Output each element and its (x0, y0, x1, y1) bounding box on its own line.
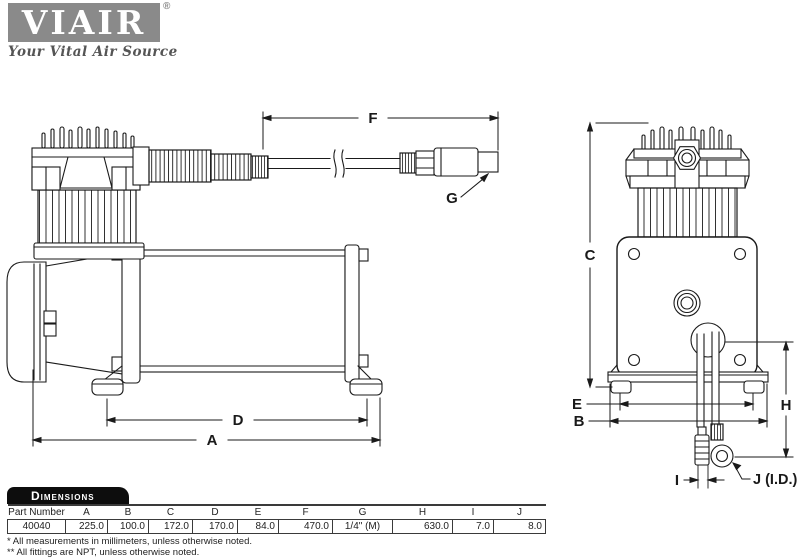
motor-can (139, 249, 346, 373)
front-motor-plate (616, 236, 758, 378)
front-cylinder-fins (637, 187, 738, 238)
dim-label-g: G (446, 190, 458, 207)
col-header-b: B (107, 504, 149, 520)
footnote-fittings: ** All fittings are NPT, unless otherwis… (7, 546, 200, 558)
head-strap-and-nut (672, 139, 702, 189)
front-base (607, 364, 769, 394)
col-header-d: D (192, 504, 238, 520)
front-view-dimensions: C E B H I J (I.D.) (572, 121, 797, 489)
motor-front-plate (121, 242, 141, 384)
footnote-measurements: * All measurements in millimeters, unles… (7, 536, 252, 547)
dim-label-i: I (675, 472, 679, 489)
dim-label-c: C (585, 247, 596, 264)
dim-label-b: B (574, 413, 585, 430)
dimensions-tab: Dimensions (7, 487, 129, 504)
corner-screw (627, 353, 641, 367)
hose-braid-section (148, 149, 212, 183)
brand-logo: VIAIR ® Your Vital Air Source (8, 1, 178, 60)
dimensions-table: Part Number A B C D E F G H I J 40040 22… (7, 504, 546, 534)
corner-screw (733, 353, 747, 367)
head-pins (41, 126, 135, 149)
col-header-j: J (493, 504, 546, 520)
dim-label-e: E (572, 396, 582, 413)
head-hump (59, 156, 113, 189)
hose-break-symbol (333, 149, 345, 178)
dim-label-d: D (233, 412, 244, 429)
cell-d: 170.0 (192, 519, 238, 534)
hose-elbow (132, 146, 150, 186)
col-header-h: H (392, 504, 453, 520)
side-view-dimensions: F G D A (31, 110, 500, 449)
spade-connector (694, 426, 710, 489)
cell-b: 100.0 (107, 519, 149, 534)
col-header-e: E (237, 504, 279, 520)
center-boss (673, 289, 701, 317)
logo-tagline: Your Vital Air Source (8, 44, 178, 60)
motor-terminal-block (43, 310, 57, 324)
hose-tube (267, 157, 401, 170)
registered-trademark-symbol: ® (163, 1, 171, 12)
logo-box: VIAIR (8, 3, 160, 42)
cell-i: 7.0 (452, 519, 494, 534)
table-row: 40040 225.0 100.0 172.0 170.0 84.0 470.0… (7, 519, 546, 534)
cell-f: 470.0 (278, 519, 333, 534)
mounting-feet-side (91, 365, 383, 396)
cell-g: 1/4" (M) (332, 519, 393, 534)
front-right-foot (743, 380, 765, 394)
cell-j: 8.0 (493, 519, 546, 534)
dimensions-section: Dimensions Part Number A B C D E F G H I… (7, 487, 546, 559)
dim-label-a: A (207, 432, 218, 449)
cell-part-number: 40040 (7, 519, 66, 534)
wire-exit-boss (690, 322, 726, 358)
corner-screw (733, 247, 747, 261)
right-foot (349, 378, 383, 396)
col-header-f: F (278, 504, 333, 520)
compressor-head-side (31, 126, 141, 191)
motor-body-side (6, 242, 369, 384)
dim-label-j: J (I.D.) (753, 472, 797, 488)
col-header-a: A (65, 504, 108, 520)
motor-rear-plate (344, 244, 360, 383)
motor-end-cap (6, 261, 47, 383)
front-head-pins (641, 126, 732, 151)
col-header-g: G (332, 504, 393, 520)
col-header-i: I (452, 504, 494, 520)
cell-h: 630.0 (392, 519, 453, 534)
front-left-foot (610, 380, 632, 394)
logo-brand-text: VIAIR (21, 3, 147, 42)
left-foot (91, 378, 124, 396)
dim-label-h: H (781, 397, 792, 414)
table-header-row: Part Number A B C D E F G H I J (7, 504, 546, 520)
col-header-c: C (148, 504, 193, 520)
table-footnotes: * All measurements in millimeters, unles… (7, 536, 546, 559)
hose-end-fitting (399, 147, 499, 177)
cell-a: 225.0 (65, 519, 108, 534)
front-view: C E B H I J (I.D.) (572, 121, 797, 489)
ring-terminal (710, 423, 734, 468)
power-leads (694, 331, 734, 489)
cell-e: 84.0 (237, 519, 279, 534)
leader-hose (132, 146, 499, 186)
side-view: F G D A (6, 110, 500, 449)
dim-label-f: F (368, 110, 377, 127)
corner-screw (627, 247, 641, 261)
cylinder-side (33, 189, 145, 260)
technical-drawing: F G D A (6, 110, 797, 489)
cell-c: 172.0 (148, 519, 193, 534)
col-header-part-number: Part Number (7, 504, 66, 520)
